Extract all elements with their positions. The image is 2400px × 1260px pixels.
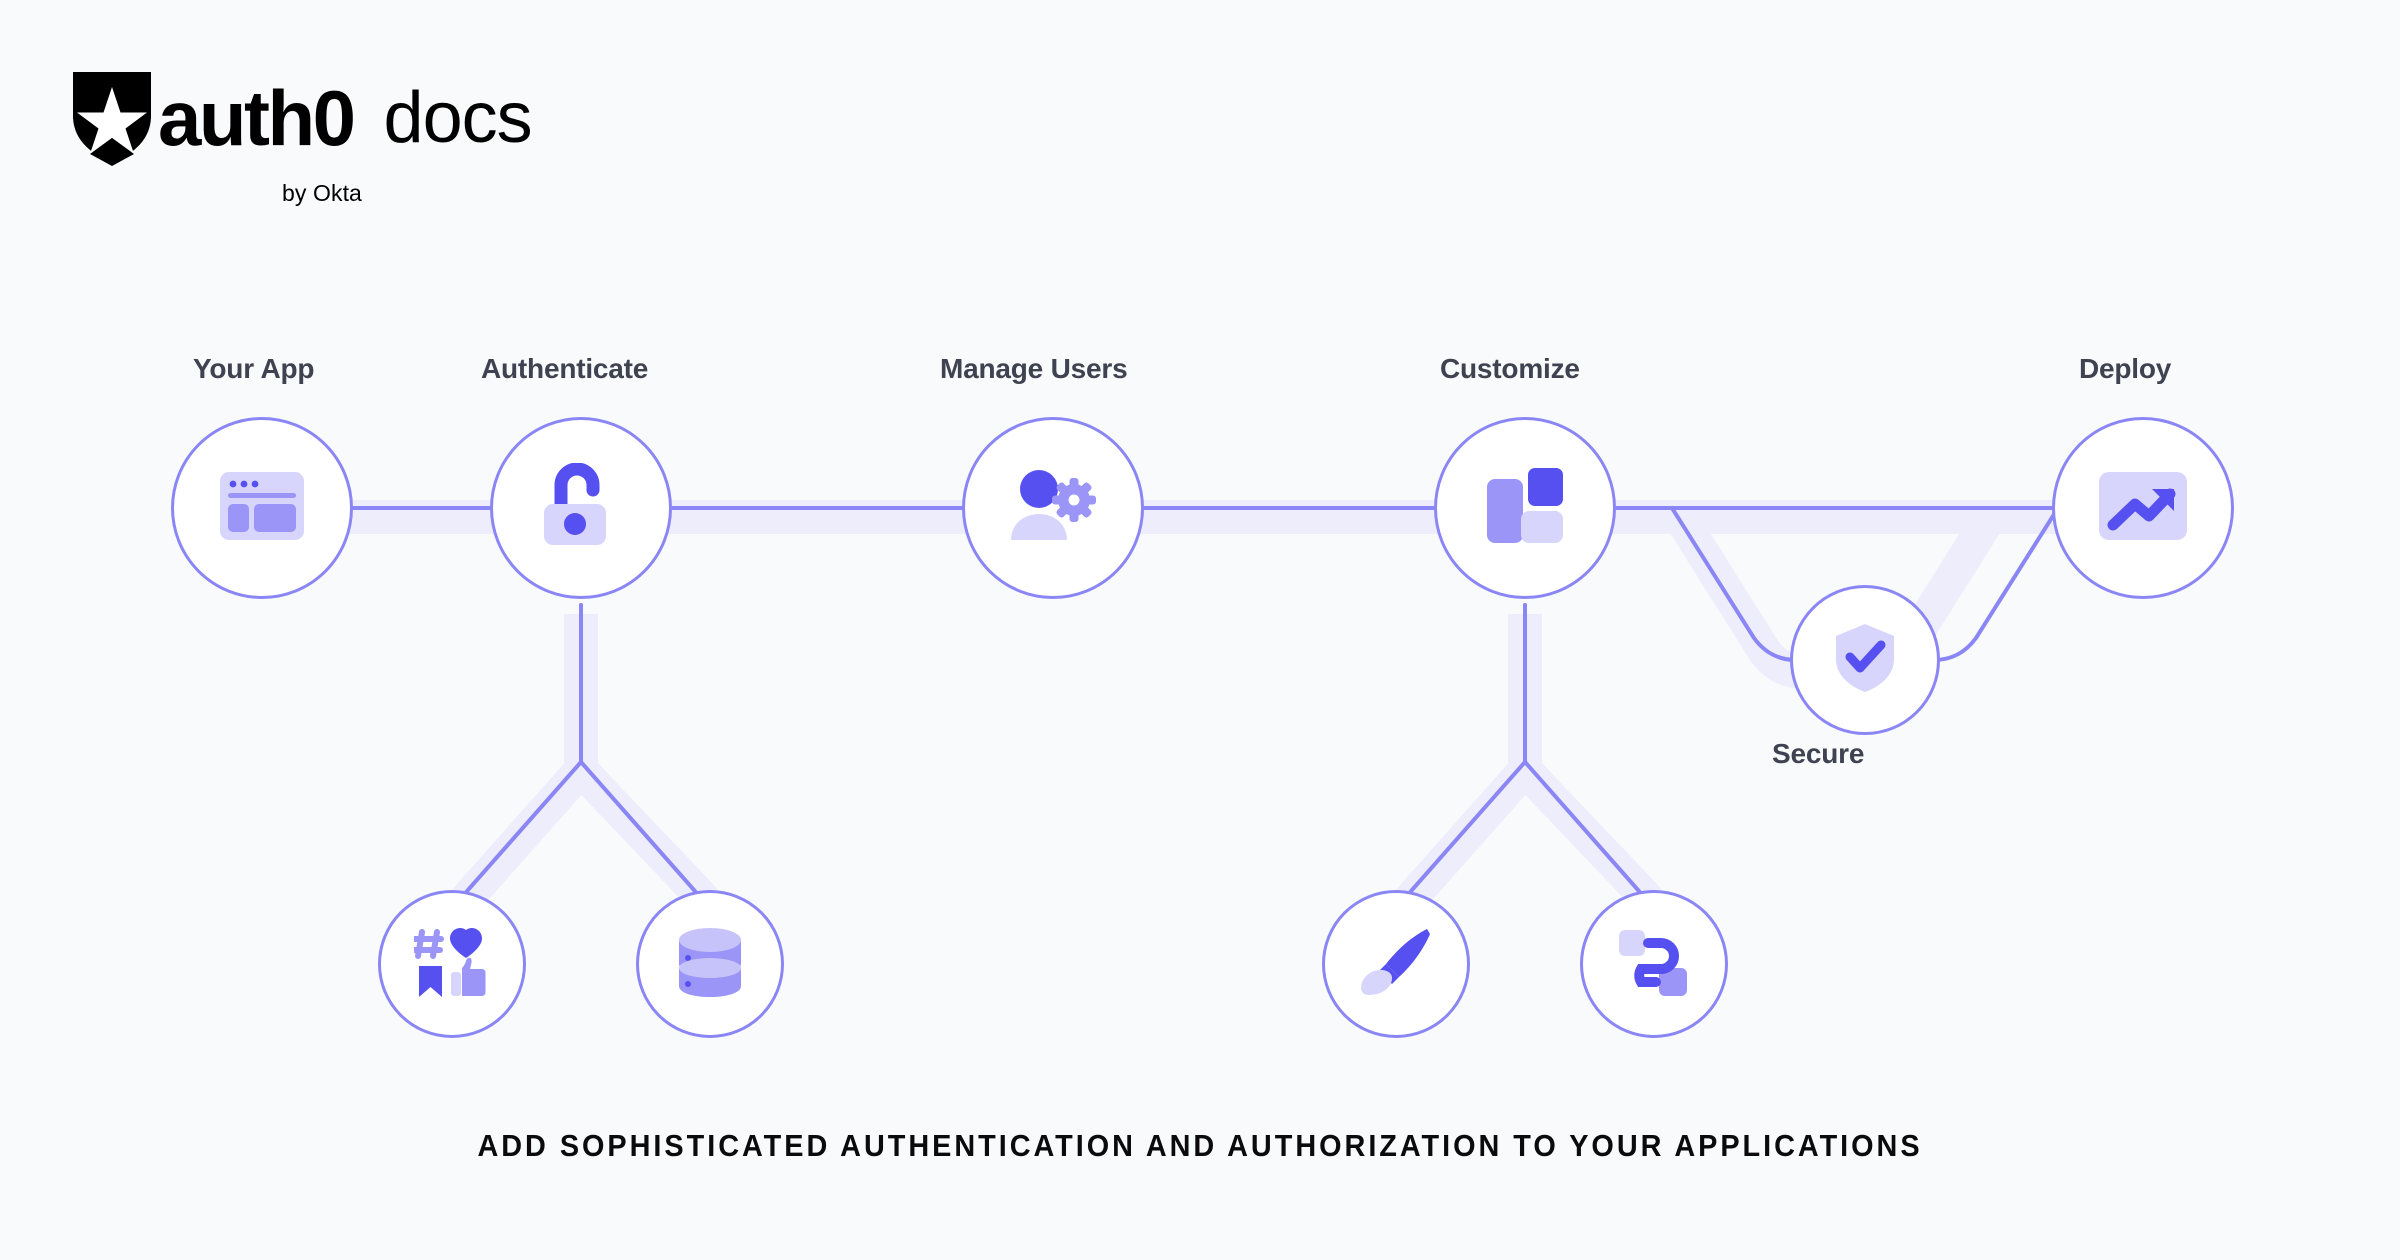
user-gear-icon xyxy=(1009,468,1097,549)
auth0-shield-star-icon xyxy=(68,70,156,166)
node-social[interactable] xyxy=(378,890,526,1038)
node-database[interactable] xyxy=(636,890,784,1038)
brand-wordmark: auth0 xyxy=(158,74,356,162)
node-your-app[interactable] xyxy=(171,417,353,599)
node-label-authenticate: Authenticate xyxy=(481,353,649,384)
brand-byline: by Okta xyxy=(282,180,362,206)
node-label-manage-users: Manage Users xyxy=(940,353,1128,384)
node-customize[interactable] xyxy=(1434,417,1616,599)
flow-path-icon xyxy=(1618,928,1690,1001)
node-branding[interactable] xyxy=(1322,890,1470,1038)
browser-window-icon xyxy=(219,471,305,546)
brand-row: auth0 docs xyxy=(68,70,533,166)
node-label-your-app: Your App xyxy=(193,353,315,384)
brand-product-name: docs xyxy=(383,78,533,158)
node-authenticate[interactable] xyxy=(490,417,672,599)
node-label-secure: Secure xyxy=(1772,738,1865,769)
page-caption: ADD SOPHISTICATED AUTHENTICATION AND AUT… xyxy=(477,1128,1923,1163)
brand-header: auth0 docs by Okta xyxy=(68,70,533,207)
trending-up-icon xyxy=(2098,471,2188,546)
node-label-deploy: Deploy xyxy=(2079,353,2172,384)
auth0-logo[interactable]: auth0 xyxy=(68,70,356,166)
social-reactions-icon xyxy=(411,926,490,1003)
node-extensibility[interactable] xyxy=(1580,890,1728,1038)
shield-check-icon xyxy=(1833,623,1897,698)
layout-blocks-icon xyxy=(1485,467,1565,550)
database-icon xyxy=(677,926,743,1003)
unlocked-padlock-icon xyxy=(542,462,620,554)
node-manage-users[interactable] xyxy=(962,417,1144,599)
node-secure[interactable] xyxy=(1790,585,1940,735)
node-label-customize: Customize xyxy=(1440,353,1580,384)
node-deploy[interactable] xyxy=(2052,417,2234,599)
paintbrush-icon xyxy=(1359,926,1433,1003)
